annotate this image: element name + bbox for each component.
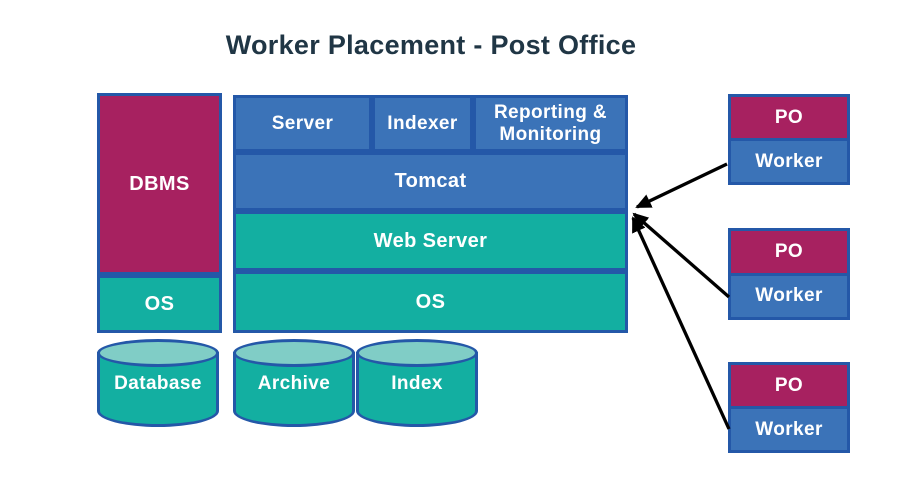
worker-box-3: PO Worker: [728, 362, 850, 453]
cylinder-top-ellipse: [97, 339, 219, 367]
node-indexer: Indexer: [372, 95, 473, 152]
worker-box-2: PO Worker: [728, 228, 850, 320]
arrow-worker3-to-stack: [631, 216, 731, 430]
node-po-3: PO: [731, 365, 847, 409]
cylinder-top-ellipse: [356, 339, 478, 367]
node-web-server: Web Server: [233, 211, 628, 271]
node-worker-3: Worker: [731, 409, 847, 450]
cylinder-archive-label: Archive: [257, 373, 331, 394]
node-server: Server: [233, 95, 372, 152]
arrow-worker1-to-stack: [635, 162, 728, 209]
node-worker-2: Worker: [731, 275, 847, 317]
node-tomcat: Tomcat: [233, 152, 628, 211]
cylinder-database-label: Database: [114, 373, 202, 394]
worker-box-1: PO Worker: [728, 94, 850, 185]
node-reporting-monitoring: Reporting & Monitoring: [473, 95, 628, 152]
node-worker-1: Worker: [731, 141, 847, 182]
node-po-2: PO: [731, 231, 847, 276]
cylinder-database: Database: [97, 339, 219, 427]
node-os-middle: OS: [233, 271, 628, 333]
node-dbms: DBMS: [97, 93, 222, 275]
cylinder-top-ellipse: [233, 339, 355, 367]
cylinder-archive: Archive: [233, 339, 355, 427]
node-po-1: PO: [731, 97, 847, 141]
cylinder-index: Index: [356, 339, 478, 427]
node-os-left: OS: [97, 275, 222, 333]
cylinder-index-label: Index: [391, 373, 443, 394]
arrow-worker2-to-stack: [632, 212, 731, 299]
diagram-title: Worker Placement - Post Office: [225, 30, 637, 60]
